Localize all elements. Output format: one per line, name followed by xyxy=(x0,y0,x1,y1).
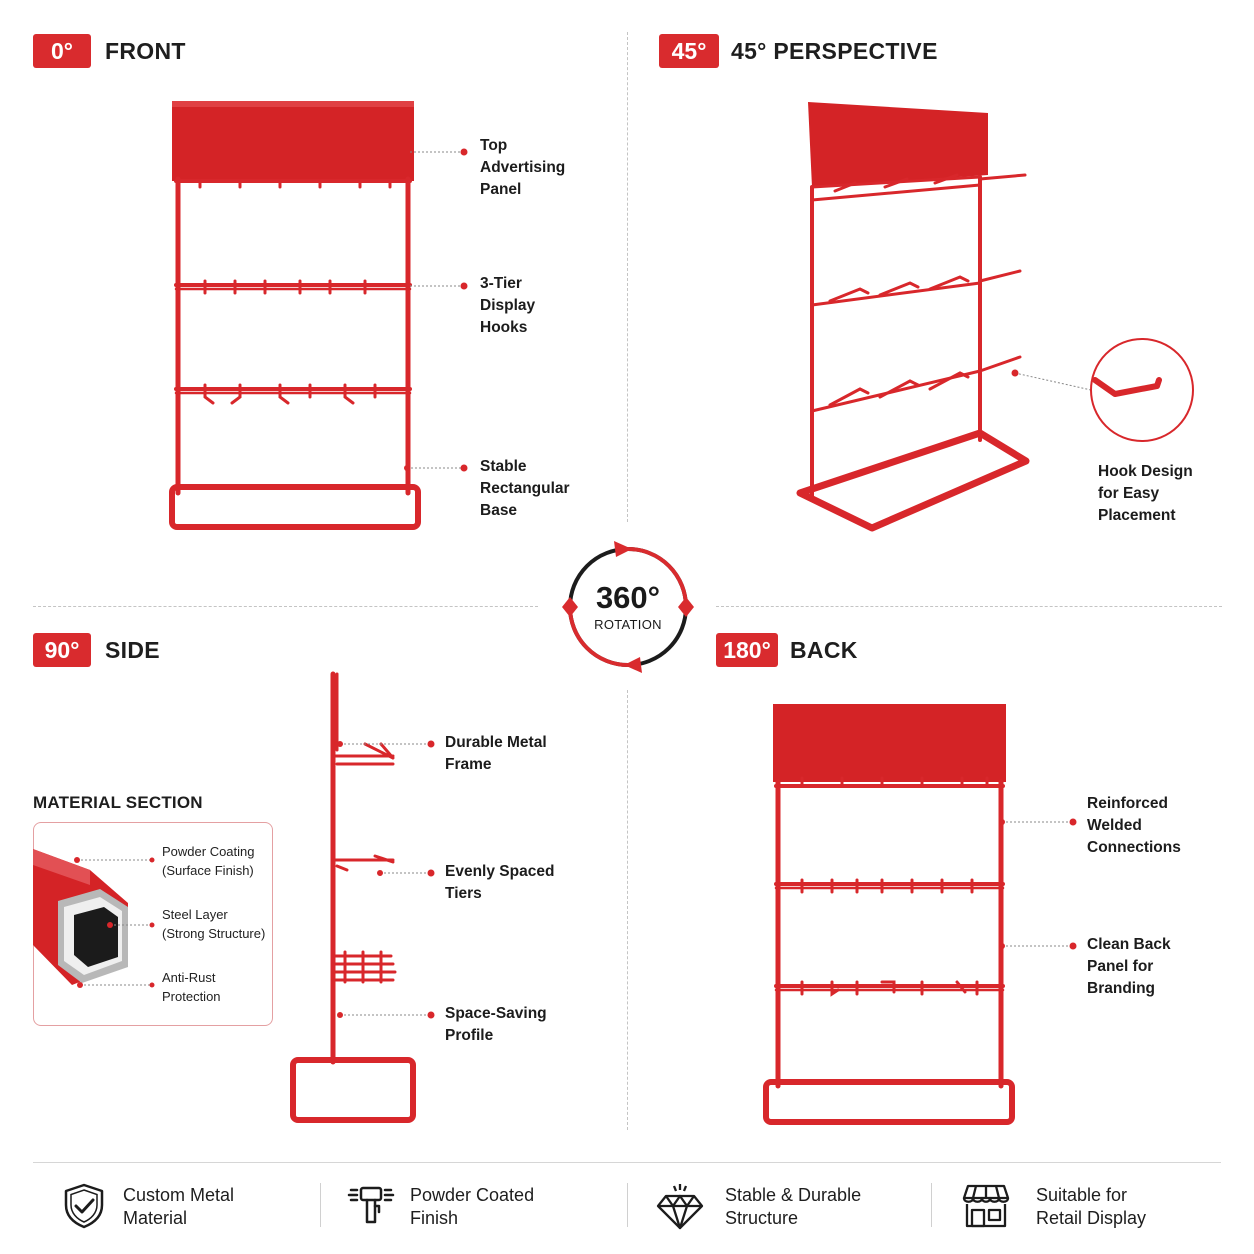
front-rack-drawing xyxy=(169,101,421,530)
vertical-divider-top xyxy=(627,32,628,522)
side-angle-badge: 90° xyxy=(33,633,91,667)
rotation-value: 360° xyxy=(595,580,661,615)
rotation-circle-icon xyxy=(562,541,694,673)
footer-separator xyxy=(627,1183,628,1227)
shield-check-icon xyxy=(64,1183,104,1229)
perspective-rack-drawing xyxy=(796,102,1030,532)
front-view-title: FRONT xyxy=(105,38,186,64)
material-anti-rust: Anti-Rust Protection xyxy=(162,970,221,1004)
footer-divider xyxy=(33,1162,1221,1163)
spray-gun-icon xyxy=(347,1186,395,1224)
vertical-divider-bottom xyxy=(627,690,628,1130)
back-angle-badge: 180° xyxy=(716,633,778,667)
callout-reinforced-welded-connections: Reinforced Welded Connections xyxy=(1087,795,1181,856)
callout-clean-back-panel: Clean Back Panel for Branding xyxy=(1087,936,1171,997)
storefront-icon xyxy=(962,1184,1010,1228)
side-view-title: SIDE xyxy=(105,637,160,663)
callout-hook-design: Hook Design for Easy Placement xyxy=(1098,463,1193,524)
side-leader-lines xyxy=(337,740,435,1019)
footer-separator xyxy=(320,1183,321,1227)
back-rack-drawing xyxy=(763,704,1015,1125)
front-angle-badge: 0° xyxy=(33,34,91,68)
callout-space-saving-profile: Space-Saving Profile xyxy=(445,1005,547,1044)
back-view-title: BACK xyxy=(790,637,858,663)
callout-evenly-spaced-tiers: Evenly Spaced Tiers xyxy=(445,863,555,902)
square-tube-cross-section xyxy=(33,849,155,988)
material-steel-layer: Steel Layer (Strong Structure) xyxy=(162,907,266,941)
feature-powder-coated-finish: Powder Coated Finish xyxy=(410,1185,535,1228)
side-rack-drawing xyxy=(290,671,416,1123)
hook-detail-magnifier xyxy=(1011,338,1194,442)
perspective-view-title: 45° PERSPECTIVE xyxy=(731,38,938,64)
feature-custom-metal-material: Custom Metal Material xyxy=(123,1185,235,1228)
material-section-title: MATERIAL SECTION xyxy=(33,793,203,812)
feature-stable-durable-structure: Stable & Durable Structure xyxy=(725,1185,862,1228)
footer-separator xyxy=(931,1183,932,1227)
back-leader-lines xyxy=(999,818,1077,950)
callout-top-advertising-panel: Top Advertising Panel xyxy=(480,137,566,198)
callout-3-tier-display-hooks: 3-Tier Display Hooks xyxy=(480,275,536,336)
rotation-label: ROTATION xyxy=(594,617,662,632)
horizontal-divider-left xyxy=(33,606,538,607)
perspective-angle-badge: 45° xyxy=(659,34,719,68)
material-powder-coating: Powder Coating (Surface Finish) xyxy=(162,844,255,878)
diamond-icon xyxy=(656,1184,704,1230)
callout-stable-rectangular-base: Stable Rectangular Base xyxy=(480,458,570,519)
horizontal-divider-right xyxy=(716,606,1222,607)
callout-durable-metal-frame: Durable Metal Frame xyxy=(445,734,547,773)
feature-suitable-for-retail-display: Suitable for Retail Display xyxy=(1036,1185,1147,1228)
front-leader-lines xyxy=(404,148,468,472)
